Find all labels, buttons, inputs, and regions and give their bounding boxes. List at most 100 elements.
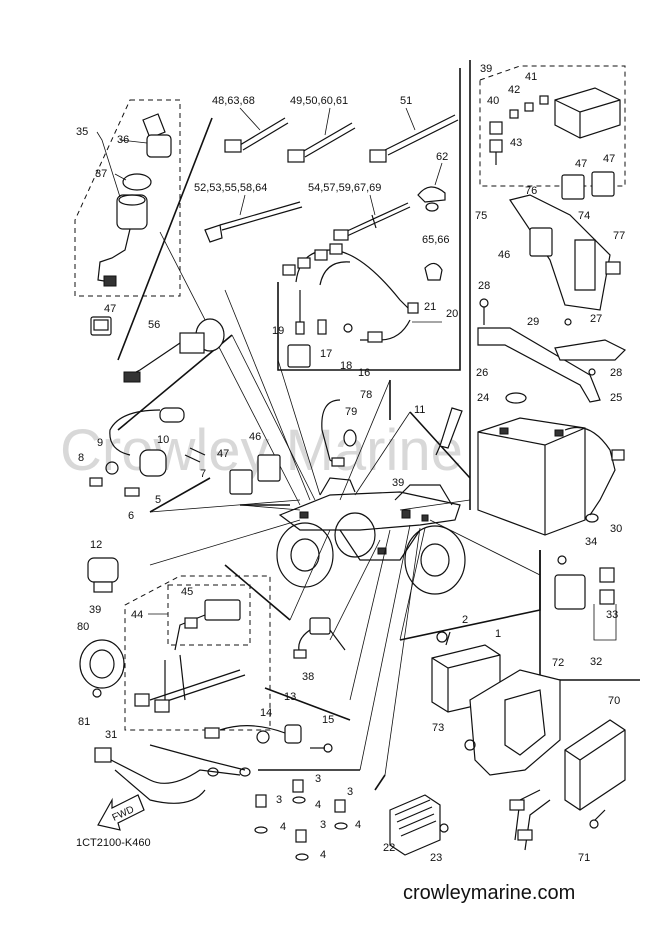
sub-harness	[282, 243, 419, 368]
callout-4-d: 4	[320, 849, 326, 861]
callout-47-middle: 47	[217, 448, 229, 460]
starter-relay-34	[554, 555, 617, 641]
atv-vehicle	[276, 477, 466, 595]
callout-4-a: 4	[315, 799, 321, 811]
relay-47-left	[90, 316, 112, 336]
sensor-12	[87, 557, 119, 593]
site-footer: crowleymarine.com	[403, 882, 575, 904]
callout-16: 16	[358, 367, 370, 379]
main-switch-assembly	[96, 113, 172, 287]
callout-56: 56	[148, 319, 160, 331]
battery-24	[477, 417, 625, 536]
callout-15: 15	[322, 714, 334, 726]
leader-54	[369, 194, 376, 216]
sensor-78-79	[321, 399, 357, 467]
callout-20: 20	[446, 308, 458, 320]
callout-70: 70	[608, 695, 620, 707]
callout-76: 76	[525, 185, 537, 197]
callout-7: 7	[200, 468, 206, 480]
callout-4-c: 4	[355, 819, 361, 831]
relay-bracket-74	[509, 194, 621, 311]
callout-21: 21	[424, 301, 436, 313]
callout-39-center: 39	[392, 477, 404, 489]
callout-42: 42	[508, 84, 520, 96]
callout-81: 81	[78, 716, 90, 728]
callout-23: 23	[430, 852, 442, 864]
relays-46-47-middle	[229, 454, 281, 495]
callout-14: 14	[260, 707, 272, 719]
callout-6: 6	[128, 510, 134, 522]
horn-80	[79, 639, 125, 698]
panel-center-border	[277, 68, 461, 371]
fuse-box-39	[489, 87, 621, 165]
callout-28-top: 28	[478, 280, 490, 292]
callout-32: 32	[590, 656, 602, 668]
callout-3-d: 3	[320, 819, 326, 831]
callout-43: 43	[510, 137, 522, 149]
cable-tie-51	[369, 114, 459, 163]
callout-39-right: 39	[480, 63, 492, 75]
callout-28-bottom: 28	[610, 367, 622, 379]
fwd-arrow: FWD	[97, 794, 145, 831]
cable-tie-49	[287, 122, 356, 163]
group-box-39-top	[479, 65, 626, 187]
callout-65-66: 65,66	[422, 234, 450, 246]
rectifier-22	[389, 794, 449, 856]
panel-lower-left-border	[224, 564, 291, 621]
group-box-45	[167, 584, 251, 646]
clamp-65-66	[424, 262, 443, 281]
callout-30: 30	[610, 523, 622, 535]
harness-44	[134, 599, 246, 713]
callout-54-57-59-67-69: 54,57,59,67,69	[308, 182, 381, 194]
callout-73: 73	[432, 722, 444, 734]
callout-11: 11	[414, 404, 425, 416]
callout-39-left: 39	[89, 604, 101, 616]
callout-18: 18	[340, 360, 352, 372]
clamp-62	[417, 186, 446, 212]
sensor-13	[204, 724, 333, 753]
panel-13-border	[264, 687, 351, 721]
callout-35: 35	[76, 126, 88, 138]
callout-44: 44	[131, 609, 143, 621]
leader-52	[239, 194, 246, 216]
callout-5: 5	[155, 494, 161, 506]
callout-45: 45	[181, 586, 193, 598]
leader-lines	[149, 231, 541, 776]
callout-27: 27	[590, 313, 602, 325]
panel-22-border	[374, 774, 386, 791]
callout-46-right: 46	[498, 249, 510, 261]
callout-79: 79	[345, 406, 357, 418]
spark-plug-11	[435, 407, 463, 456]
callout-31: 31	[105, 729, 117, 741]
bracket-72	[464, 669, 561, 776]
callout-78: 78	[360, 389, 372, 401]
callout-49-50-60-61: 49,50,60,61	[290, 95, 348, 107]
leader-48	[239, 107, 261, 131]
pickup-coil	[89, 407, 206, 497]
harness-31	[94, 744, 251, 804]
callout-24: 24	[477, 392, 489, 404]
battery-bracket	[477, 298, 627, 404]
leader-51	[405, 107, 416, 131]
cable-tie-54	[333, 202, 411, 241]
callout-36: 36	[117, 134, 129, 146]
callout-37: 37	[95, 168, 107, 180]
unit-56	[123, 318, 225, 383]
callout-9: 9	[97, 437, 103, 449]
leader-62	[434, 162, 443, 186]
callout-25: 25	[610, 392, 622, 404]
callout-19: 19	[272, 325, 284, 337]
callout-74: 74	[578, 210, 590, 222]
callout-40: 40	[487, 95, 499, 107]
regulator-70	[509, 719, 626, 851]
callout-62: 62	[436, 151, 448, 163]
panel-left-mid-border	[149, 477, 211, 513]
callout-80: 80	[77, 621, 89, 633]
callout-2: 2	[462, 614, 468, 626]
callout-46-middle: 46	[249, 431, 261, 443]
callout-75: 75	[475, 210, 487, 222]
callout-41: 41	[525, 71, 537, 83]
callout-38: 38	[302, 671, 314, 683]
callout-52-53-55-58-64: 52,53,55,58,64	[194, 182, 267, 194]
